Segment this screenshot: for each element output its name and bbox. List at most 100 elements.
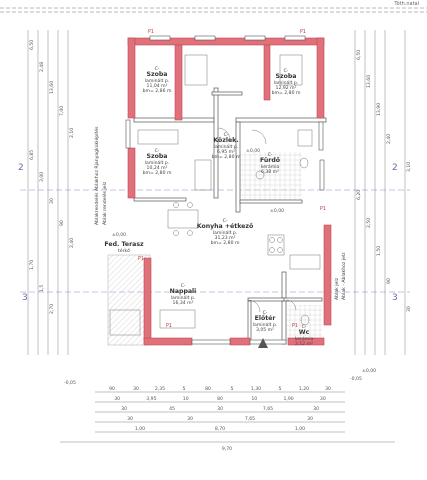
room-name: Fürdő (260, 155, 280, 164)
bottom-dimension: 30 (187, 416, 193, 422)
bottom-dimension: 8,70 (215, 426, 225, 432)
room-id: C- (284, 68, 289, 74)
room-area: 16,34 m² (173, 300, 194, 306)
toilet-icon (299, 157, 309, 169)
left-dimension: 3,00 (39, 172, 45, 182)
room-floor: laminált p. (213, 229, 237, 236)
right-dimension: 2,40 (386, 134, 392, 144)
pillar-label: P1 (148, 29, 154, 35)
room-name: Szoba (147, 71, 168, 78)
level-label: ±0,00 (270, 208, 284, 214)
left-dimension: 7,00 (59, 106, 65, 116)
bottom-dimension: 2,35 (155, 386, 165, 392)
level-label: ±0,00 (362, 368, 376, 374)
bottom-dimension: 10 (251, 396, 257, 402)
room-area: 6,95 m² (217, 149, 235, 155)
pillar-label: P1 (138, 256, 144, 262)
room-id: C- (263, 310, 268, 316)
left-dimension: 2,40 (69, 238, 75, 248)
left-dimension: 2,70 (49, 304, 55, 314)
room-area: 10,24 m² (147, 165, 168, 171)
bottom-dimension: 5 (183, 386, 186, 392)
right-dimension: 30 (406, 306, 412, 312)
room-floor: laminált p. (253, 321, 277, 328)
axis-mark-3-right: 3 (392, 293, 398, 303)
room-floor: laminált p. (145, 159, 169, 166)
pillar-label: P1 (292, 323, 298, 329)
left-dimension: 13,60 (49, 81, 55, 94)
room-area: 3,05 m² (256, 327, 274, 333)
sink-icon (255, 170, 265, 180)
terrace-furniture-icon (109, 309, 141, 336)
bottom-dimension: 7,65 (263, 406, 273, 412)
entry-arrow-icon (258, 338, 268, 348)
room-height: bm= 2,86 m (143, 88, 172, 94)
wardrobe-icon (137, 129, 179, 145)
right-dimension: 90 (386, 278, 392, 284)
left-dimension: 90 (59, 220, 65, 226)
bottom-dimension: 7,65 (245, 416, 255, 422)
bottom-dimension: 30 (313, 406, 319, 412)
bottom-dimension: 80 (205, 386, 211, 392)
right-dimension: 13,90 (376, 103, 382, 116)
left-dimension: 30 (49, 198, 55, 204)
chair-icon (173, 202, 179, 208)
right-dimension: 6,20 (356, 190, 362, 200)
room-name: Wc (299, 329, 310, 336)
pillar-label: P1 (166, 323, 172, 329)
room-id: C- (155, 148, 160, 154)
chair-icon (173, 230, 179, 236)
bottom-dimension: 45 (169, 406, 175, 412)
axis-mark-2-left: 2 (18, 163, 24, 173)
terrace-hatch (107, 254, 151, 346)
room-name: Szoba (147, 153, 168, 160)
room-floor: kerámia (261, 163, 280, 170)
left-dimension: 1,70 (29, 260, 35, 270)
room-name: Előtér (255, 313, 277, 322)
room-height: bm= 2,80 m (211, 240, 240, 246)
level-label: ±0,00 (112, 232, 126, 238)
left-dimension-chain (27, 30, 69, 355)
bottom-dimension: 30 (121, 406, 127, 412)
room-height: bm= 2,80 m (143, 170, 172, 176)
stove-icon (267, 234, 285, 256)
bottom-dimension: 1,00 (295, 426, 305, 432)
furniture (109, 54, 321, 336)
bottom-dimension: 10 (183, 396, 189, 402)
bottom-dimension: 5 (231, 386, 234, 392)
right-dimension-chain (354, 30, 406, 355)
room-height: bm= 2,80 m (272, 90, 301, 96)
left-dimension: 2,48 (39, 62, 45, 72)
bottom-dimension-lines (60, 391, 395, 443)
room-height: bm= 2,80 m (212, 154, 241, 160)
room-floor: laminált p. (145, 77, 169, 84)
desk-icon (194, 159, 212, 191)
bottom-dimension: 30 (127, 416, 133, 422)
pillar-label: P1 (320, 206, 326, 212)
chair-icon (187, 230, 193, 236)
room-floor: laminált p. (214, 143, 238, 150)
bottom-dimension: 5 (279, 386, 282, 392)
bottom-dimension: 90 (109, 386, 115, 392)
right-dimension: 6,50 (356, 50, 362, 60)
room-area: 6,38 m² (261, 169, 279, 175)
bottom-dimension: 30 (217, 406, 223, 412)
load-bearing-walls (127, 37, 332, 346)
room-area: 2,12 m² (295, 341, 313, 347)
axis-mark-3-left: 3 (22, 293, 28, 303)
room-area: 12,92 m² (276, 85, 297, 91)
room-id: C- (224, 132, 229, 138)
bottom-dimension: 30 (320, 396, 326, 402)
left-dimension: 2,10 (69, 128, 75, 138)
wc-toilet-icon (300, 314, 310, 326)
counter-icon (289, 254, 321, 270)
dining-table-icon (167, 209, 199, 229)
bottom-dimension: 30 (325, 386, 331, 392)
bottom-dimension: 1,00 (135, 426, 145, 432)
